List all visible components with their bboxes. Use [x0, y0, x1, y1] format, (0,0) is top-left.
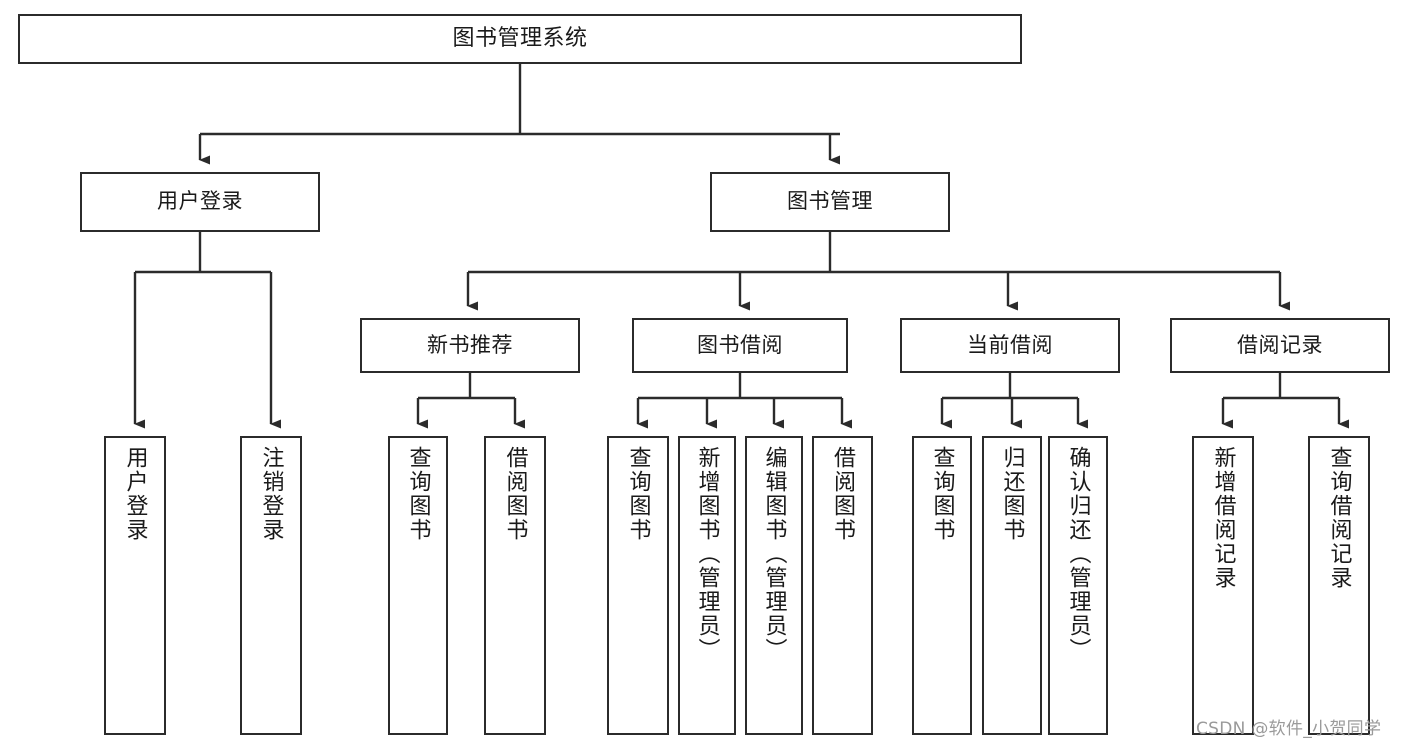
node-borrow-records-label: 借阅记录: [1237, 332, 1323, 357]
leaf-query-borrow-record-label: 查询借阅记录: [1326, 446, 1352, 590]
node-book-management-label: 图书管理: [787, 189, 873, 214]
leaf-borrow-book-newbook[interactable]: 借阅图书: [484, 436, 546, 735]
leaf-query-book-newbook[interactable]: 查询图书: [388, 436, 448, 735]
leaf-edit-book-admin-label: 编辑图书（管理员）: [761, 446, 787, 662]
node-new-book-recommend-label: 新书推荐: [427, 332, 513, 357]
leaf-borrow-book[interactable]: 借阅图书: [812, 436, 873, 735]
leaf-edit-book-admin[interactable]: 编辑图书（管理员）: [745, 436, 803, 735]
leaf-user-login[interactable]: 用户登录: [104, 436, 166, 735]
leaf-query-book-current[interactable]: 查询图书: [912, 436, 972, 735]
leaf-query-book-newbook-label: 查询图书: [405, 446, 431, 542]
node-borrow-records[interactable]: 借阅记录: [1170, 318, 1390, 373]
leaf-add-borrow-record[interactable]: 新增借阅记录: [1192, 436, 1254, 735]
leaf-borrow-book-label: 借阅图书: [830, 446, 856, 542]
leaf-return-book-label: 归还图书: [999, 446, 1025, 542]
leaf-query-book-borrow-label: 查询图书: [625, 446, 651, 542]
node-root-label: 图书管理系统: [452, 25, 588, 51]
node-user-login[interactable]: 用户登录: [80, 172, 320, 232]
leaf-user-login-label: 用户登录: [122, 446, 148, 542]
node-user-login-label: 用户登录: [157, 189, 243, 214]
watermark: CSDN @软件_小贺同学: [1196, 719, 1382, 739]
leaf-confirm-return-admin[interactable]: 确认归还（管理员）: [1048, 436, 1108, 735]
leaf-add-book-admin[interactable]: 新增图书（管理员）: [678, 436, 736, 735]
leaf-add-book-admin-label: 新增图书（管理员）: [694, 446, 720, 662]
node-book-borrow[interactable]: 图书借阅: [632, 318, 848, 373]
leaf-logout[interactable]: 注销登录: [240, 436, 302, 735]
leaf-logout-label: 注销登录: [258, 446, 284, 542]
leaf-add-borrow-record-label: 新增借阅记录: [1210, 446, 1236, 590]
node-book-borrow-label: 图书借阅: [697, 332, 783, 357]
leaf-query-borrow-record[interactable]: 查询借阅记录: [1308, 436, 1370, 735]
node-current-borrow[interactable]: 当前借阅: [900, 318, 1120, 373]
node-book-management[interactable]: 图书管理: [710, 172, 950, 232]
leaf-query-book-borrow[interactable]: 查询图书: [607, 436, 669, 735]
leaf-query-book-current-label: 查询图书: [929, 446, 955, 542]
leaf-borrow-book-newbook-label: 借阅图书: [502, 446, 528, 542]
node-root[interactable]: 图书管理系统: [18, 14, 1022, 64]
node-new-book-recommend[interactable]: 新书推荐: [360, 318, 580, 373]
node-current-borrow-label: 当前借阅: [967, 332, 1053, 357]
leaf-confirm-return-admin-label: 确认归还（管理员）: [1065, 446, 1091, 662]
leaf-return-book[interactable]: 归还图书: [982, 436, 1042, 735]
